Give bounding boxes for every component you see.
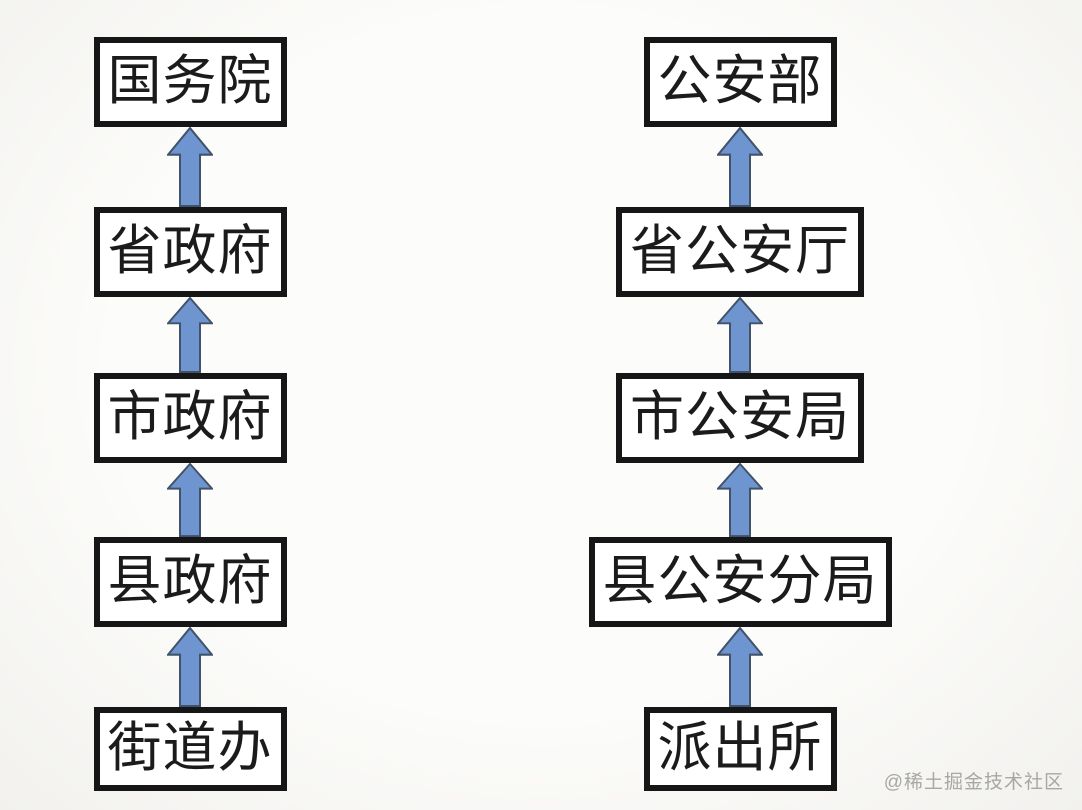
public-security-hierarchy-column: 公安部 省公安厅 市公安局 县公安分局 派出所 xyxy=(550,37,930,791)
node-provincial-government: 省政府 xyxy=(93,207,287,297)
up-arrow-icon xyxy=(167,627,213,707)
node-provincial-public-security-department: 省公安厅 xyxy=(616,207,864,297)
up-arrow-icon xyxy=(717,463,763,537)
node-police-station: 派出所 xyxy=(643,707,837,791)
up-arrow-icon xyxy=(717,627,763,707)
node-county-public-security-sub-bureau: 县公安分局 xyxy=(588,537,892,627)
up-arrow-icon xyxy=(167,297,213,373)
government-hierarchy-column: 国务院 省政府 市政府 县政府 街道办 xyxy=(0,37,380,791)
up-arrow-icon xyxy=(717,127,763,207)
node-city-public-security-bureau: 市公安局 xyxy=(616,373,864,463)
node-ministry-of-public-security: 公安部 xyxy=(643,37,837,127)
up-arrow-icon xyxy=(717,297,763,373)
up-arrow-icon xyxy=(167,463,213,537)
node-county-government: 县政府 xyxy=(93,537,287,627)
node-street-office: 街道办 xyxy=(93,707,287,791)
node-state-council: 国务院 xyxy=(93,37,287,127)
up-arrow-icon xyxy=(167,127,213,207)
node-city-government: 市政府 xyxy=(93,373,287,463)
watermark: @稀土掘金技术社区 xyxy=(883,772,1064,793)
